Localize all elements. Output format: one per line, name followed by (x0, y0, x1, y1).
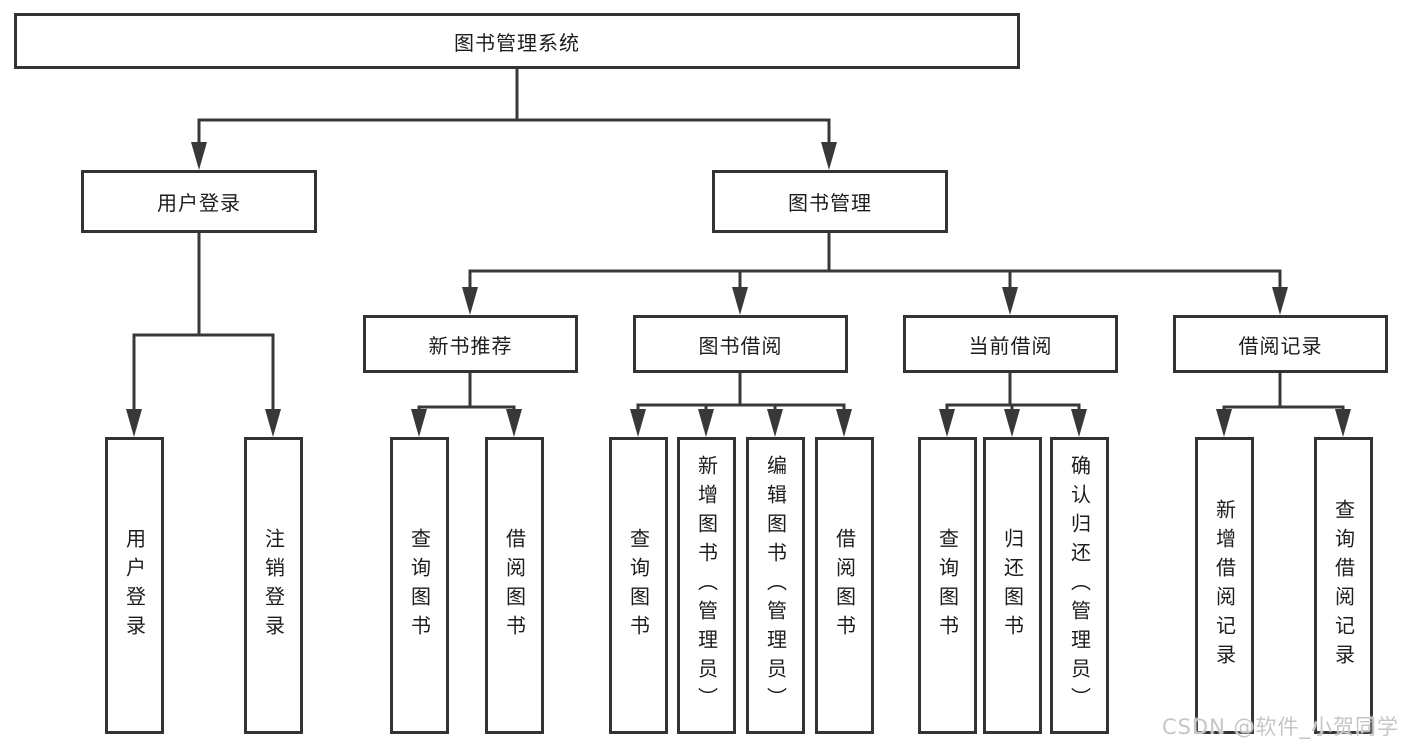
node-leaf-add-borrow-record: 新增借阅记录 (1195, 437, 1254, 734)
connector-current-borrow-children (945, 373, 1081, 412)
connector-book-borrow-children (636, 373, 846, 412)
node-user-login: 用户登录 (81, 170, 317, 233)
node-leaf-borrow-books-borrow: 借阅图书 (815, 437, 874, 734)
node-library-management-system: 图书管理系统 (14, 13, 1020, 69)
arrowheads-book-borrow-children (630, 409, 852, 437)
node-book-management: 图书管理 (712, 170, 948, 233)
node-borrowing-records: 借阅记录 (1173, 315, 1388, 373)
node-leaf-edit-book-admin: 编辑图书（管理员） (746, 437, 805, 734)
arrowheads-records-children (1216, 409, 1351, 437)
node-leaf-logout: 注销登录 (244, 437, 303, 734)
node-leaf-user-login: 用户登录 (105, 437, 164, 734)
node-leaf-borrow-books-recommend: 借阅图书 (485, 437, 544, 734)
connector-new-book-children (417, 373, 516, 413)
node-leaf-return-book: 归还图书 (983, 437, 1042, 734)
node-leaf-add-book-admin: 新增图书（管理员） (677, 437, 736, 734)
connector-user-login-children (132, 233, 275, 414)
connector-root-to-level2 (197, 69, 831, 146)
node-new-book-recommendation: 新书推荐 (363, 315, 578, 373)
arrowheads-level2 (191, 142, 837, 170)
csdn-watermark: CSDN @软件_小贺同学 (1161, 715, 1399, 739)
arrowheads-level3 (462, 287, 1288, 315)
node-leaf-query-books-recommend: 查询图书 (390, 437, 449, 734)
node-leaf-query-borrow-record: 查询借阅记录 (1314, 437, 1373, 734)
node-leaf-query-books-current: 查询图书 (918, 437, 977, 734)
connector-records-children (1222, 373, 1345, 413)
arrowheads-new-book-children (411, 409, 522, 437)
node-leaf-query-books-borrow: 查询图书 (609, 437, 668, 734)
arrowheads-user-login-children (126, 409, 281, 437)
node-book-borrowing: 图书借阅 (633, 315, 848, 373)
node-leaf-confirm-return-admin: 确认归还（管理员） (1050, 437, 1109, 734)
connector-book-mgmt-to-level3 (468, 233, 1282, 292)
node-current-borrowing: 当前借阅 (903, 315, 1118, 373)
arrowheads-current-borrow-children (939, 409, 1087, 437)
